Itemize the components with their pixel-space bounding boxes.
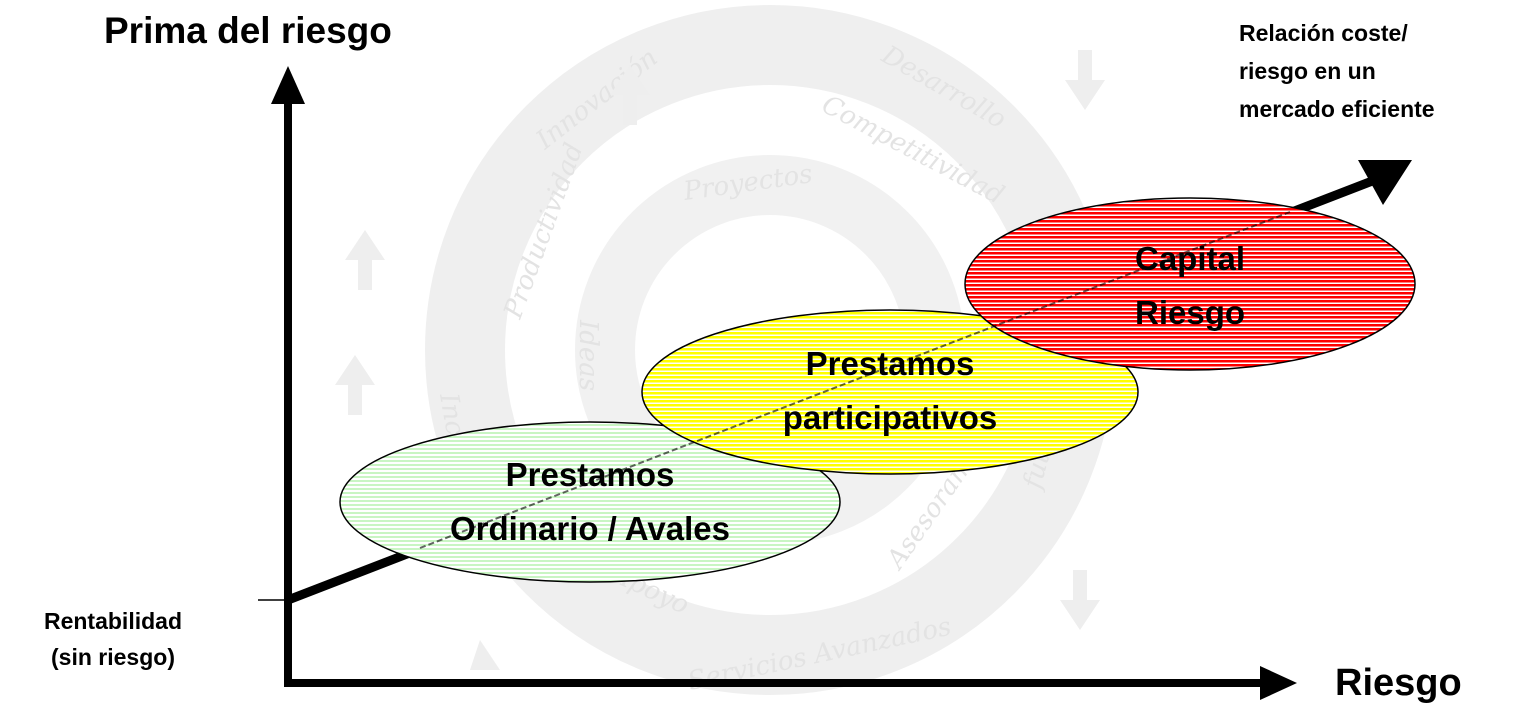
zone-yellow-label: Prestamos participativos (670, 337, 1110, 445)
watermark-arrow-icon (470, 640, 500, 670)
zone-red-ellipse (964, 197, 1416, 371)
zone-label-line: Ordinario / Avales (450, 510, 730, 547)
watermark-arrow-icon (1060, 570, 1100, 630)
zone-red-label: Capital Riesgo (1040, 232, 1340, 340)
zone-label-line: Prestamos (505, 456, 675, 493)
watermark-arrow-icon (1065, 50, 1105, 110)
watermark-arrow-icon (345, 230, 385, 290)
zone-green-label: Prestamos Ordinario / Avales (360, 448, 820, 556)
curve-label-line: riesgo en un (1239, 58, 1376, 84)
baseline-label-line: Rentabilidad (43, 608, 182, 634)
zone-label-line: Prestamos (805, 345, 975, 382)
risk-return-line-overlay (419, 211, 1291, 549)
y-axis-title: Prima del riesgo (104, 10, 392, 51)
x-axis-arrowhead (1260, 666, 1297, 700)
zone-yellow-ellipse (641, 309, 1139, 475)
y-axis-arrowhead (271, 66, 305, 104)
curve-label-line: Relación coste/ (1239, 20, 1408, 46)
zone-label-line: Capital (1134, 240, 1246, 277)
baseline-label: Rentabilidad (sin riesgo) (8, 603, 218, 675)
watermark-word: Ideas (573, 319, 603, 391)
zone-green-ellipse (339, 421, 841, 583)
zone-label-line: participativos (782, 399, 998, 436)
zone-label-line: Riesgo (1134, 294, 1246, 331)
curve-label: Relación coste/ riesgo en un mercado efi… (1239, 14, 1527, 128)
baseline-label-line: (sin riesgo) (51, 644, 175, 670)
risk-return-arrowhead (1358, 160, 1412, 205)
curve-label-line: mercado eficiente (1239, 96, 1435, 122)
watermark-arrow-icon (610, 65, 650, 125)
watermark-arrow-icon (335, 355, 375, 415)
x-axis-title: Riesgo (1335, 662, 1462, 704)
watermark-word: Inc (433, 390, 470, 438)
